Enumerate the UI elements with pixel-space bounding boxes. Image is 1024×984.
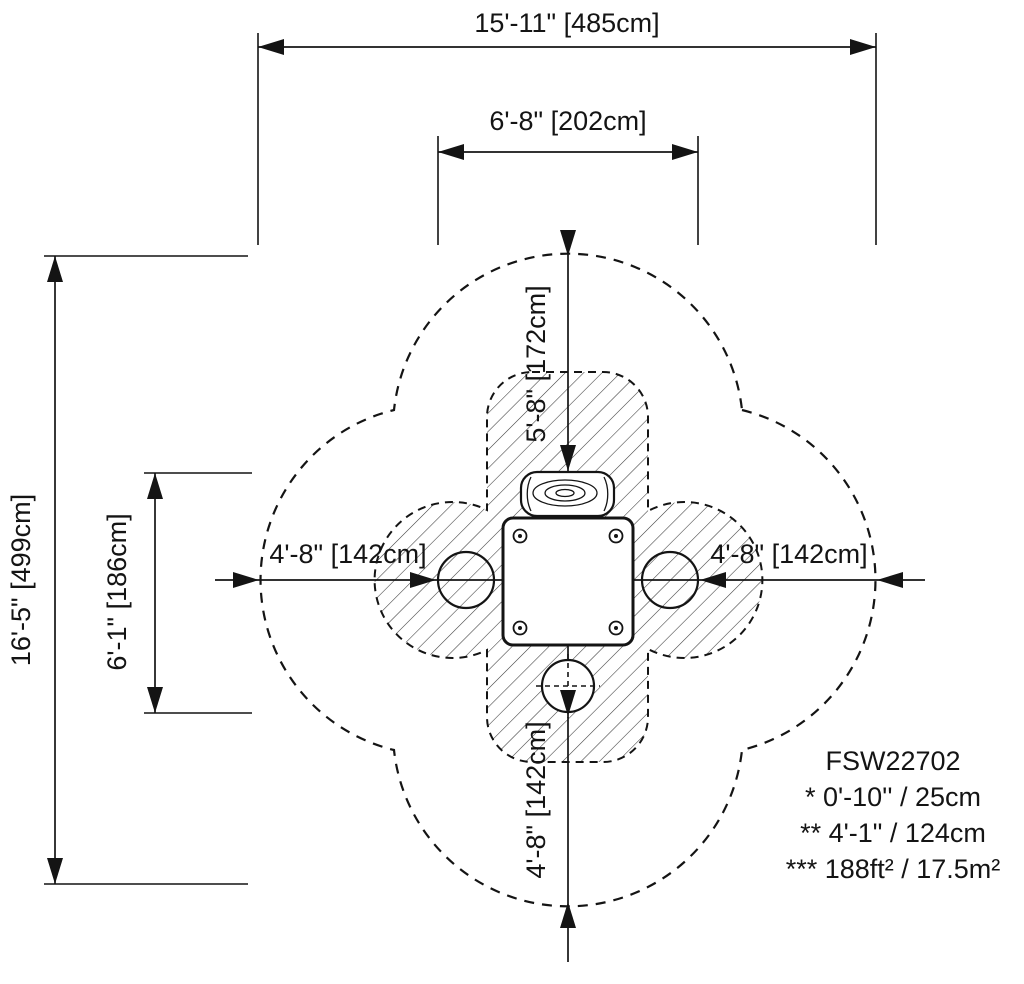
dim-left-offset-label: 4'-8" [142cm]	[269, 539, 426, 569]
legend-note-1: * 0'-10'' / 25cm	[805, 782, 981, 812]
arrow-right-icon	[233, 572, 259, 588]
arrow-down-icon	[560, 230, 576, 256]
arrow-up-icon	[47, 256, 63, 282]
dim-top-offset-label: 5'-8" [172cm]	[521, 285, 551, 442]
corner-bolt-dot	[614, 534, 618, 538]
dim-equipment-height-label: 6'-1" [186cm]	[102, 513, 132, 670]
log-element	[519, 470, 616, 518]
dim-zone-width-label: 15'-11" [485cm]	[474, 8, 659, 38]
log-grain-ring	[532, 479, 598, 507]
log-grain-ring	[555, 488, 575, 498]
dim-equipment-height: 6'-1" [186cm]	[102, 472, 252, 714]
swing-frame	[501, 516, 635, 647]
arrow-right-icon	[410, 572, 436, 588]
legend-note-3: *** 188ft² / 17.5m²	[786, 854, 1001, 884]
dim-bottom-offset-label: 4'-8" [142cm]	[521, 721, 551, 878]
arrow-up-icon	[560, 902, 576, 928]
arrow-left-icon	[438, 144, 464, 160]
arrow-down-icon	[147, 687, 163, 713]
log-grain-line	[603, 476, 609, 512]
dim-inner-width: 6'-8" [202cm]	[437, 106, 699, 245]
arrow-right-icon	[672, 144, 698, 160]
log-grain-ring	[544, 484, 586, 502]
safety-zone-outline	[259, 252, 877, 908]
dim-right-offset: 4'-8" [142cm]	[700, 539, 903, 588]
arrow-up-icon	[147, 473, 163, 499]
log-outline	[519, 470, 616, 518]
corner-bolt-dot	[518, 626, 522, 630]
legend-note-2: ** 4'-1" / 124cm	[800, 818, 986, 848]
log-grain-line	[526, 476, 532, 512]
dim-bottom-offset: 4'-8" [142cm]	[521, 690, 576, 928]
corner-bolt-dot	[614, 626, 618, 630]
dim-zone-height-label: 16'-5" [499cm]	[6, 494, 36, 666]
corner-bolt-dot	[518, 534, 522, 538]
dim-zone-height: 16'-5" [499cm]	[6, 255, 248, 885]
post-circle-right	[640, 550, 700, 610]
arrow-left-icon	[700, 572, 726, 588]
dim-right-offset-label: 4'-8" [142cm]	[710, 539, 867, 569]
arrow-down-icon	[47, 858, 63, 884]
arrow-left-icon	[877, 572, 903, 588]
arrow-right-icon	[850, 39, 876, 55]
arrow-left-icon	[258, 39, 284, 55]
dim-top-offset: 5'-8" [172cm]	[521, 230, 576, 471]
dim-zone-width: 15'-11" [485cm]	[257, 8, 877, 245]
frame-square	[501, 516, 635, 647]
dim-left-offset: 4'-8" [142cm]	[233, 539, 436, 588]
arrow-down-icon	[560, 445, 576, 471]
arrow-down-icon	[560, 690, 576, 716]
post-circle-left	[436, 550, 496, 610]
model-number: FSW22702	[825, 746, 960, 776]
dim-inner-width-label: 6'-8" [202cm]	[489, 106, 646, 136]
legend-block: FSW22702 * 0'-10'' / 25cm ** 4'-1" / 124…	[786, 746, 1001, 884]
